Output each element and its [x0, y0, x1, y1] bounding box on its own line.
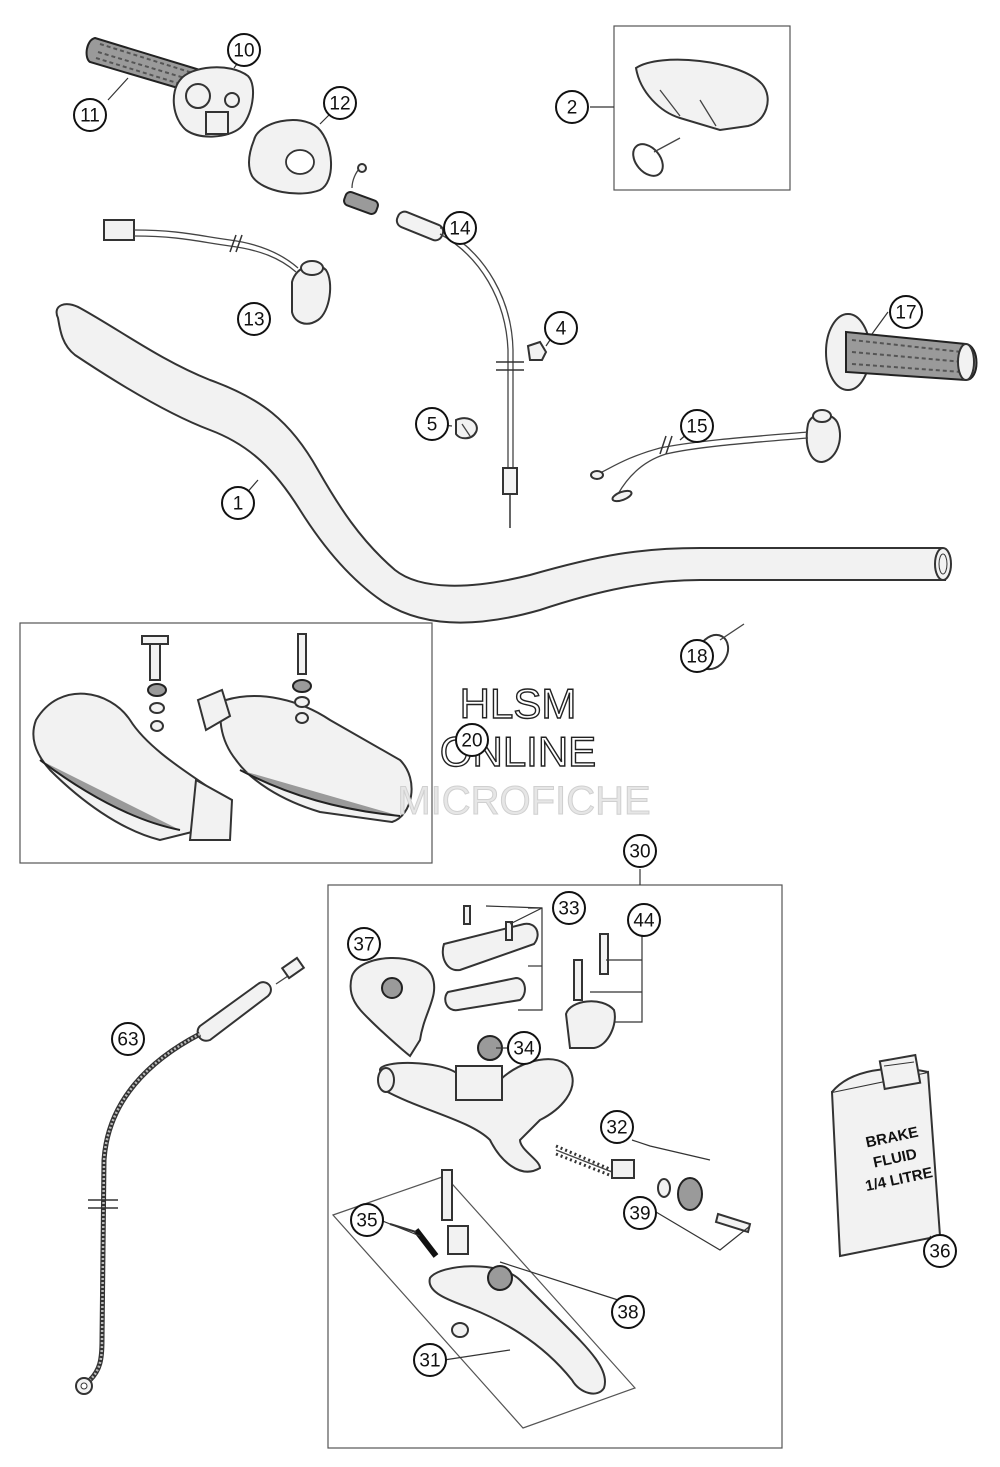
svg-text:5: 5 — [427, 415, 438, 436]
svg-text:36: 36 — [929, 1242, 950, 1263]
svg-text:4: 4 — [556, 319, 567, 340]
hand-guards — [32, 633, 413, 842]
throttle-cover — [247, 119, 333, 195]
svg-text:37: 37 — [353, 935, 374, 956]
hot-start-cable — [343, 163, 524, 528]
lever-subgroup-box — [331, 1175, 637, 1429]
svg-text:15: 15 — [686, 417, 707, 438]
callout-33: 33 — [552, 891, 586, 925]
number-plate-cap — [632, 58, 769, 177]
svg-text:18: 18 — [686, 647, 707, 668]
svg-text:39: 39 — [629, 1204, 650, 1225]
callout-5: 5 — [415, 407, 449, 441]
svg-text:32: 32 — [606, 1118, 627, 1139]
callout-32: 32 — [600, 1110, 634, 1144]
watermark-line1: HLSM — [460, 680, 577, 727]
part-20-box — [19, 622, 433, 864]
reservoir-lid — [441, 905, 539, 1012]
svg-text:12: 12 — [329, 94, 350, 115]
svg-text:2: 2 — [567, 98, 578, 119]
callout-10: 10 — [227, 33, 261, 67]
svg-text:20: 20 — [461, 731, 482, 752]
watermark: HLSM ONLINE MICROFICHE — [397, 679, 651, 823]
callout-35: 35 — [350, 1203, 384, 1237]
callout-36: 36 — [923, 1234, 957, 1268]
svg-text:10: 10 — [233, 41, 254, 62]
part-5 — [455, 417, 478, 440]
brake-fluid-bottle: BRAKE FLUID 1/4 LITRE — [830, 1053, 942, 1258]
callout-20: 20 — [455, 723, 489, 757]
callout-18: 18 — [680, 639, 714, 673]
svg-text:34: 34 — [513, 1039, 535, 1060]
callout-37: 37 — [347, 927, 381, 961]
part-4 — [526, 340, 548, 361]
leader-lines — [107, 51, 941, 1361]
svg-text:44: 44 — [633, 911, 655, 932]
callout-2: 2 — [555, 90, 589, 124]
callout-17: 17 — [889, 295, 923, 329]
part-2-box — [613, 25, 791, 191]
master-cylinder-body — [377, 1035, 574, 1173]
svg-text:35: 35 — [356, 1211, 377, 1232]
light-switch — [590, 409, 841, 503]
callout-13: 13 — [237, 302, 271, 336]
brake-lever — [389, 1169, 607, 1395]
svg-text:30: 30 — [629, 842, 650, 863]
clamp-44 — [564, 933, 616, 1049]
handlebar — [55, 303, 952, 624]
svg-text:38: 38 — [617, 1303, 638, 1324]
callout-31: 31 — [413, 1343, 447, 1377]
svg-text:33: 33 — [558, 899, 579, 920]
brake-line — [75, 956, 306, 1395]
callout-44: 44 — [627, 903, 661, 937]
callout-30: 30 — [623, 834, 657, 868]
callout-34: 34 — [507, 1031, 541, 1065]
callout-15: 15 — [680, 409, 714, 443]
callout-38: 38 — [611, 1295, 645, 1329]
callout-11: 11 — [73, 98, 107, 132]
callout-1: 1 — [221, 486, 255, 520]
piston-kit-32 — [555, 1144, 752, 1234]
callout-39: 39 — [623, 1196, 657, 1230]
callout-12: 12 — [323, 86, 357, 120]
kill-switch — [103, 219, 332, 325]
throttle-housing — [172, 66, 255, 138]
lever-pivot-37 — [349, 957, 436, 1058]
svg-text:1: 1 — [233, 494, 244, 515]
part-30-box — [327, 884, 783, 1449]
svg-text:31: 31 — [419, 1351, 440, 1372]
svg-text:14: 14 — [449, 219, 471, 240]
left-grip — [825, 313, 978, 391]
svg-text:63: 63 — [117, 1030, 138, 1051]
svg-text:17: 17 — [895, 303, 916, 324]
svg-text:13: 13 — [243, 310, 264, 331]
svg-text:11: 11 — [80, 106, 100, 127]
callout-14: 14 — [443, 211, 477, 245]
callout-63: 63 — [111, 1022, 145, 1056]
watermark-line3: MICROFICHE — [397, 779, 650, 823]
callout-4: 4 — [544, 311, 578, 345]
